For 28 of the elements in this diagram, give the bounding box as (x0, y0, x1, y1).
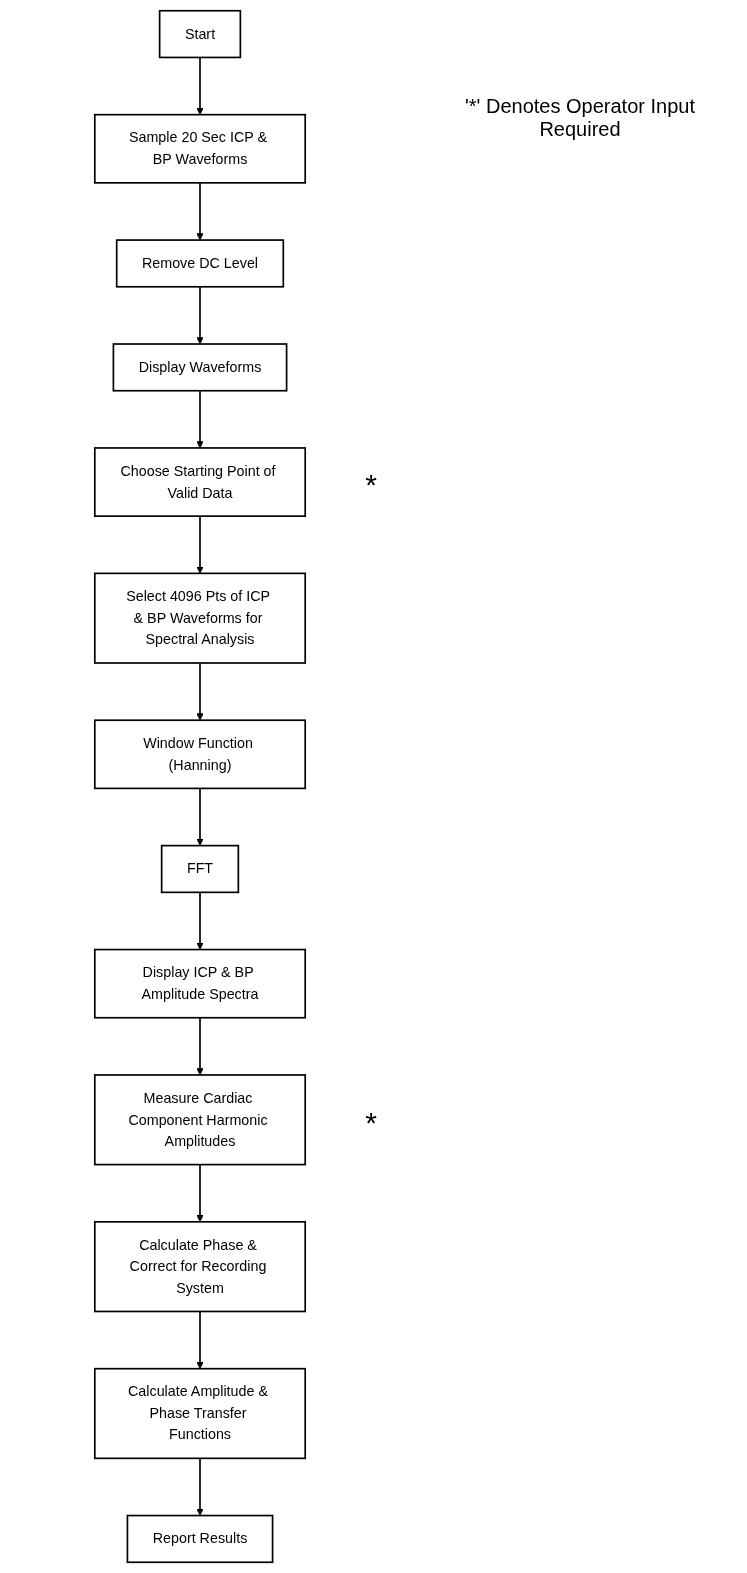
node-box: Report Results (126, 1514, 274, 1564)
asterisk-mark: * (365, 470, 377, 501)
arrow (196, 56, 204, 115)
node-box: Window Function (Hanning) (93, 719, 307, 790)
arrow (196, 1016, 204, 1076)
node-box: Calculate Phase & Correct for Recording System (93, 1221, 307, 1313)
note-text: '*' Denotes Operator Input Required (464, 95, 696, 141)
node-box: Sample 20 Sec ICP & BP Waveforms (93, 113, 307, 184)
node-box: Display ICP & BP Amplitude Spectra (93, 948, 307, 1019)
node-box: Calculate Amplitude & Phase Transfer Functions (93, 1367, 307, 1460)
node-box: Measure Cardiac Component Harmonic Amplitudes (93, 1074, 307, 1166)
arrow (196, 515, 204, 574)
arrow (196, 182, 204, 241)
node-box: Start (158, 9, 242, 59)
arrow (196, 1163, 204, 1223)
arrow (196, 787, 204, 846)
arrow (196, 662, 204, 721)
node-box: Choose Starting Point of Valid Data (93, 447, 307, 517)
arrow (196, 891, 204, 950)
node-box: Select 4096 Pts of ICP & BP Waveforms for Spectral Analysis (93, 572, 307, 664)
arrow (196, 285, 204, 345)
node-box: FFT (160, 844, 240, 894)
asterisk-mark: * (365, 1107, 377, 1138)
arrow (196, 389, 204, 449)
node-box: Display Waveforms (112, 343, 288, 392)
arrow (196, 1457, 204, 1516)
arrow (196, 1310, 204, 1370)
node-box: Remove DC Level (115, 239, 285, 288)
